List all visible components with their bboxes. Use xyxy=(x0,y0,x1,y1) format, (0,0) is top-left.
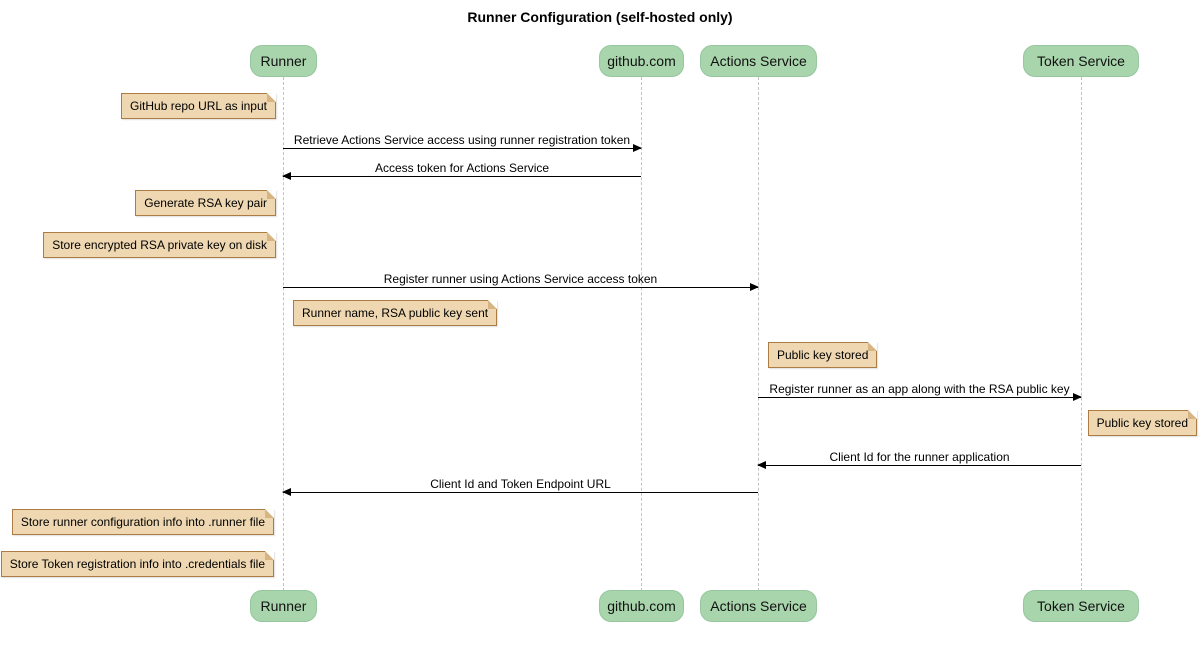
note-public-key-stored-actions: Public key stored xyxy=(768,342,878,368)
message-arrow xyxy=(282,488,758,496)
lifeline-token-service xyxy=(1081,77,1082,591)
message-client-id: Client Id for the runner application xyxy=(757,450,1081,469)
arrowhead-right-icon xyxy=(633,144,642,152)
message-label: Register runner using Actions Service ac… xyxy=(383,272,658,286)
participant-actions-service-bottom: Actions Service xyxy=(700,590,817,622)
participant-label: Actions Service xyxy=(710,53,807,69)
participant-github-bottom: github.com xyxy=(599,590,684,622)
message-arrow xyxy=(283,144,642,152)
participant-label: github.com xyxy=(607,53,676,69)
note-repo-url: GitHub repo URL as input xyxy=(121,93,276,119)
message-arrow xyxy=(283,283,759,291)
message-arrow xyxy=(757,461,1081,469)
participant-runner-bottom: Runner xyxy=(250,590,317,622)
participant-runner-top: Runner xyxy=(250,45,317,77)
arrowhead-left-icon xyxy=(282,488,291,496)
message-arrow xyxy=(282,172,641,180)
arrowhead-left-icon xyxy=(282,172,291,180)
participant-actions-service-top: Actions Service xyxy=(700,45,817,77)
note-runner-name-sent: Runner name, RSA public key sent xyxy=(293,300,498,326)
arrowhead-right-icon xyxy=(1073,393,1082,401)
message-label: Register runner as an app along with the… xyxy=(769,382,1070,396)
note-public-key-stored-token: Public key stored xyxy=(1087,410,1198,436)
participant-github-top: github.com xyxy=(599,45,684,77)
participant-token-service-bottom: Token Service xyxy=(1023,590,1139,622)
message-label: Access token for Actions Service xyxy=(374,161,550,175)
message-client-id-endpoint: Client Id and Token Endpoint URL xyxy=(282,477,758,496)
message-retrieve-access: Retrieve Actions Service access using ru… xyxy=(283,133,642,152)
message-label: Retrieve Actions Service access using ru… xyxy=(293,133,631,147)
participant-label: Token Service xyxy=(1037,598,1125,614)
note-store-private-key: Store encrypted RSA private key on disk xyxy=(43,232,276,258)
participant-label: Runner xyxy=(260,53,307,69)
message-register-app: Register runner as an app along with the… xyxy=(758,382,1082,401)
diagram-title: Runner Configuration (self-hosted only) xyxy=(467,9,733,25)
message-access-token: Access token for Actions Service xyxy=(282,161,641,180)
message-label: Client Id for the runner application xyxy=(829,450,1010,464)
message-label: Client Id and Token Endpoint URL xyxy=(430,477,611,491)
arrowhead-left-icon xyxy=(757,461,766,469)
participant-label: Actions Service xyxy=(710,598,807,614)
lifeline-actions-service xyxy=(758,77,759,591)
participant-token-service-top: Token Service xyxy=(1023,45,1139,77)
message-register-runner: Register runner using Actions Service ac… xyxy=(283,272,759,291)
lifeline-runner xyxy=(283,77,284,591)
lifeline-github xyxy=(641,77,642,591)
note-store-credentials-file: Store Token registration info into .cred… xyxy=(0,551,275,577)
note-generate-rsa: Generate RSA key pair xyxy=(135,190,276,216)
message-arrow xyxy=(758,393,1082,401)
note-store-runner-file: Store runner configuration info into .ru… xyxy=(11,509,275,535)
participant-label: github.com xyxy=(607,598,676,614)
participant-label: Token Service xyxy=(1037,53,1125,69)
arrowhead-right-icon xyxy=(750,283,759,291)
participant-label: Runner xyxy=(260,598,307,614)
